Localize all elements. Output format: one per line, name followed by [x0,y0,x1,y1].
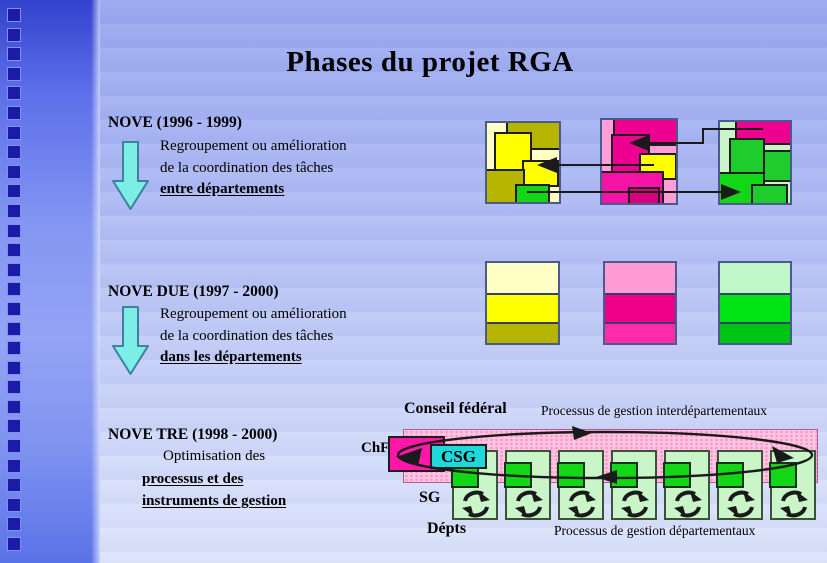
body-line: Optimisation des [163,448,266,464]
sidebar-square [7,360,21,375]
conseil-federal-label: Conseil fédéral [404,400,507,417]
cycle-arrows-icon [727,490,755,518]
department-green-square [610,462,638,488]
bar-segment [605,293,675,322]
bar-segment [720,293,790,322]
section-nove-due-body: Regroupement ou amélioration de la coord… [160,304,347,369]
mosaic-rect [751,184,788,203]
process-inter-label: Processus de gestion interdépartementaux [541,403,768,418]
department-box [610,450,657,520]
cycle-arrows-icon [674,490,702,518]
cycle-arrows-icon [515,490,543,518]
mosaic-rect [515,184,550,202]
sidebar-square [7,497,21,512]
sidebar-square [7,47,21,62]
department-green-square [504,462,532,488]
department-box [557,450,604,520]
section-nove-tre-header: NOVE TRE (1998 - 2000) [108,426,278,443]
sidebar-square [7,399,21,414]
sidebar-square [7,458,21,473]
chf-label: ChF [361,440,390,456]
sidebar-square [7,223,21,238]
sidebar-square [7,27,21,42]
department-box [769,450,816,520]
body-emphasis: dans les départements [160,349,302,365]
department-green-square [716,462,744,488]
sidebar-square [7,517,21,532]
bar-segment [487,322,558,343]
sidebar-square [7,478,21,493]
sidebar-square [7,8,21,22]
stacked-bar-green [718,261,792,345]
sidebar-square [7,184,21,199]
bar-segment [487,263,558,293]
page-title: Phases du projet RGA [286,46,574,78]
body-emphasis: entre départements [160,181,285,197]
department-box [663,450,710,520]
body-line: de la coordination des tâches [160,159,334,176]
department-row [451,450,816,520]
section-nove-body: Regroupement ou amélioration de la coord… [160,136,347,201]
department-green-square [557,462,585,488]
down-arrow-icon [112,141,149,210]
body-emphasis: instruments de gestion [142,493,287,509]
mosaic-rect [729,138,765,174]
sidebar-square [7,66,21,81]
bar-segment [720,263,790,293]
cycle-arrows-icon [621,490,649,518]
sidebar-square [7,105,21,120]
sidebar-square [7,439,21,454]
cycle-arrows-icon [780,490,808,518]
mosaic-block-yellow [485,121,561,204]
section-nove-due-header: NOVE DUE (1997 - 2000) [108,283,279,300]
department-green-square [663,462,691,488]
mosaic-block-green [718,120,792,205]
sidebar-square [7,380,21,395]
sidebar-square [7,86,21,101]
department-box [716,450,763,520]
sidebar-square [7,125,21,140]
sidebar-square [7,537,21,552]
sg-label: SG [419,489,441,506]
body-emphasis: processus et des [142,471,244,487]
bar-segment [487,293,558,322]
body-line: Regroupement ou amélioration [160,306,347,322]
process-dept-label: Processus de gestion départementaux [554,523,756,538]
sidebar-square [7,282,21,297]
down-arrow-icon [112,306,149,375]
depts-label: Dépts [427,520,467,537]
stacked-bar-yellow [485,261,560,345]
sidebar-square [7,145,21,160]
mosaic-block-pink [600,118,678,205]
mosaic-rect [763,150,790,182]
mosaic-rect [628,187,660,203]
sidebar-square [7,321,21,336]
department-green-square [769,462,797,488]
csg-box: CSG [430,444,487,469]
body-line: de la coordination des tâches [160,327,334,344]
bar-segment [720,322,790,343]
sidebar-square [7,243,21,258]
sidebar-square [7,419,21,434]
sidebar-square [7,262,21,277]
cycle-arrows-icon [462,490,490,518]
stacked-bar-pink [603,261,677,345]
sidebar-square [7,301,21,316]
sidebar-square-column [7,8,21,552]
mosaic-rect [522,160,559,187]
sidebar-square [7,341,21,356]
department-box [504,450,551,520]
bar-segment [605,263,675,293]
sidebar-square [7,203,21,218]
body-line: Regroupement ou amélioration [160,138,347,154]
bar-segment [605,322,675,343]
cycle-arrows-icon [568,490,596,518]
sidebar-decoration [0,0,100,563]
sidebar-square [7,164,21,179]
section-nove-header: NOVE (1996 - 1999) [108,114,242,131]
